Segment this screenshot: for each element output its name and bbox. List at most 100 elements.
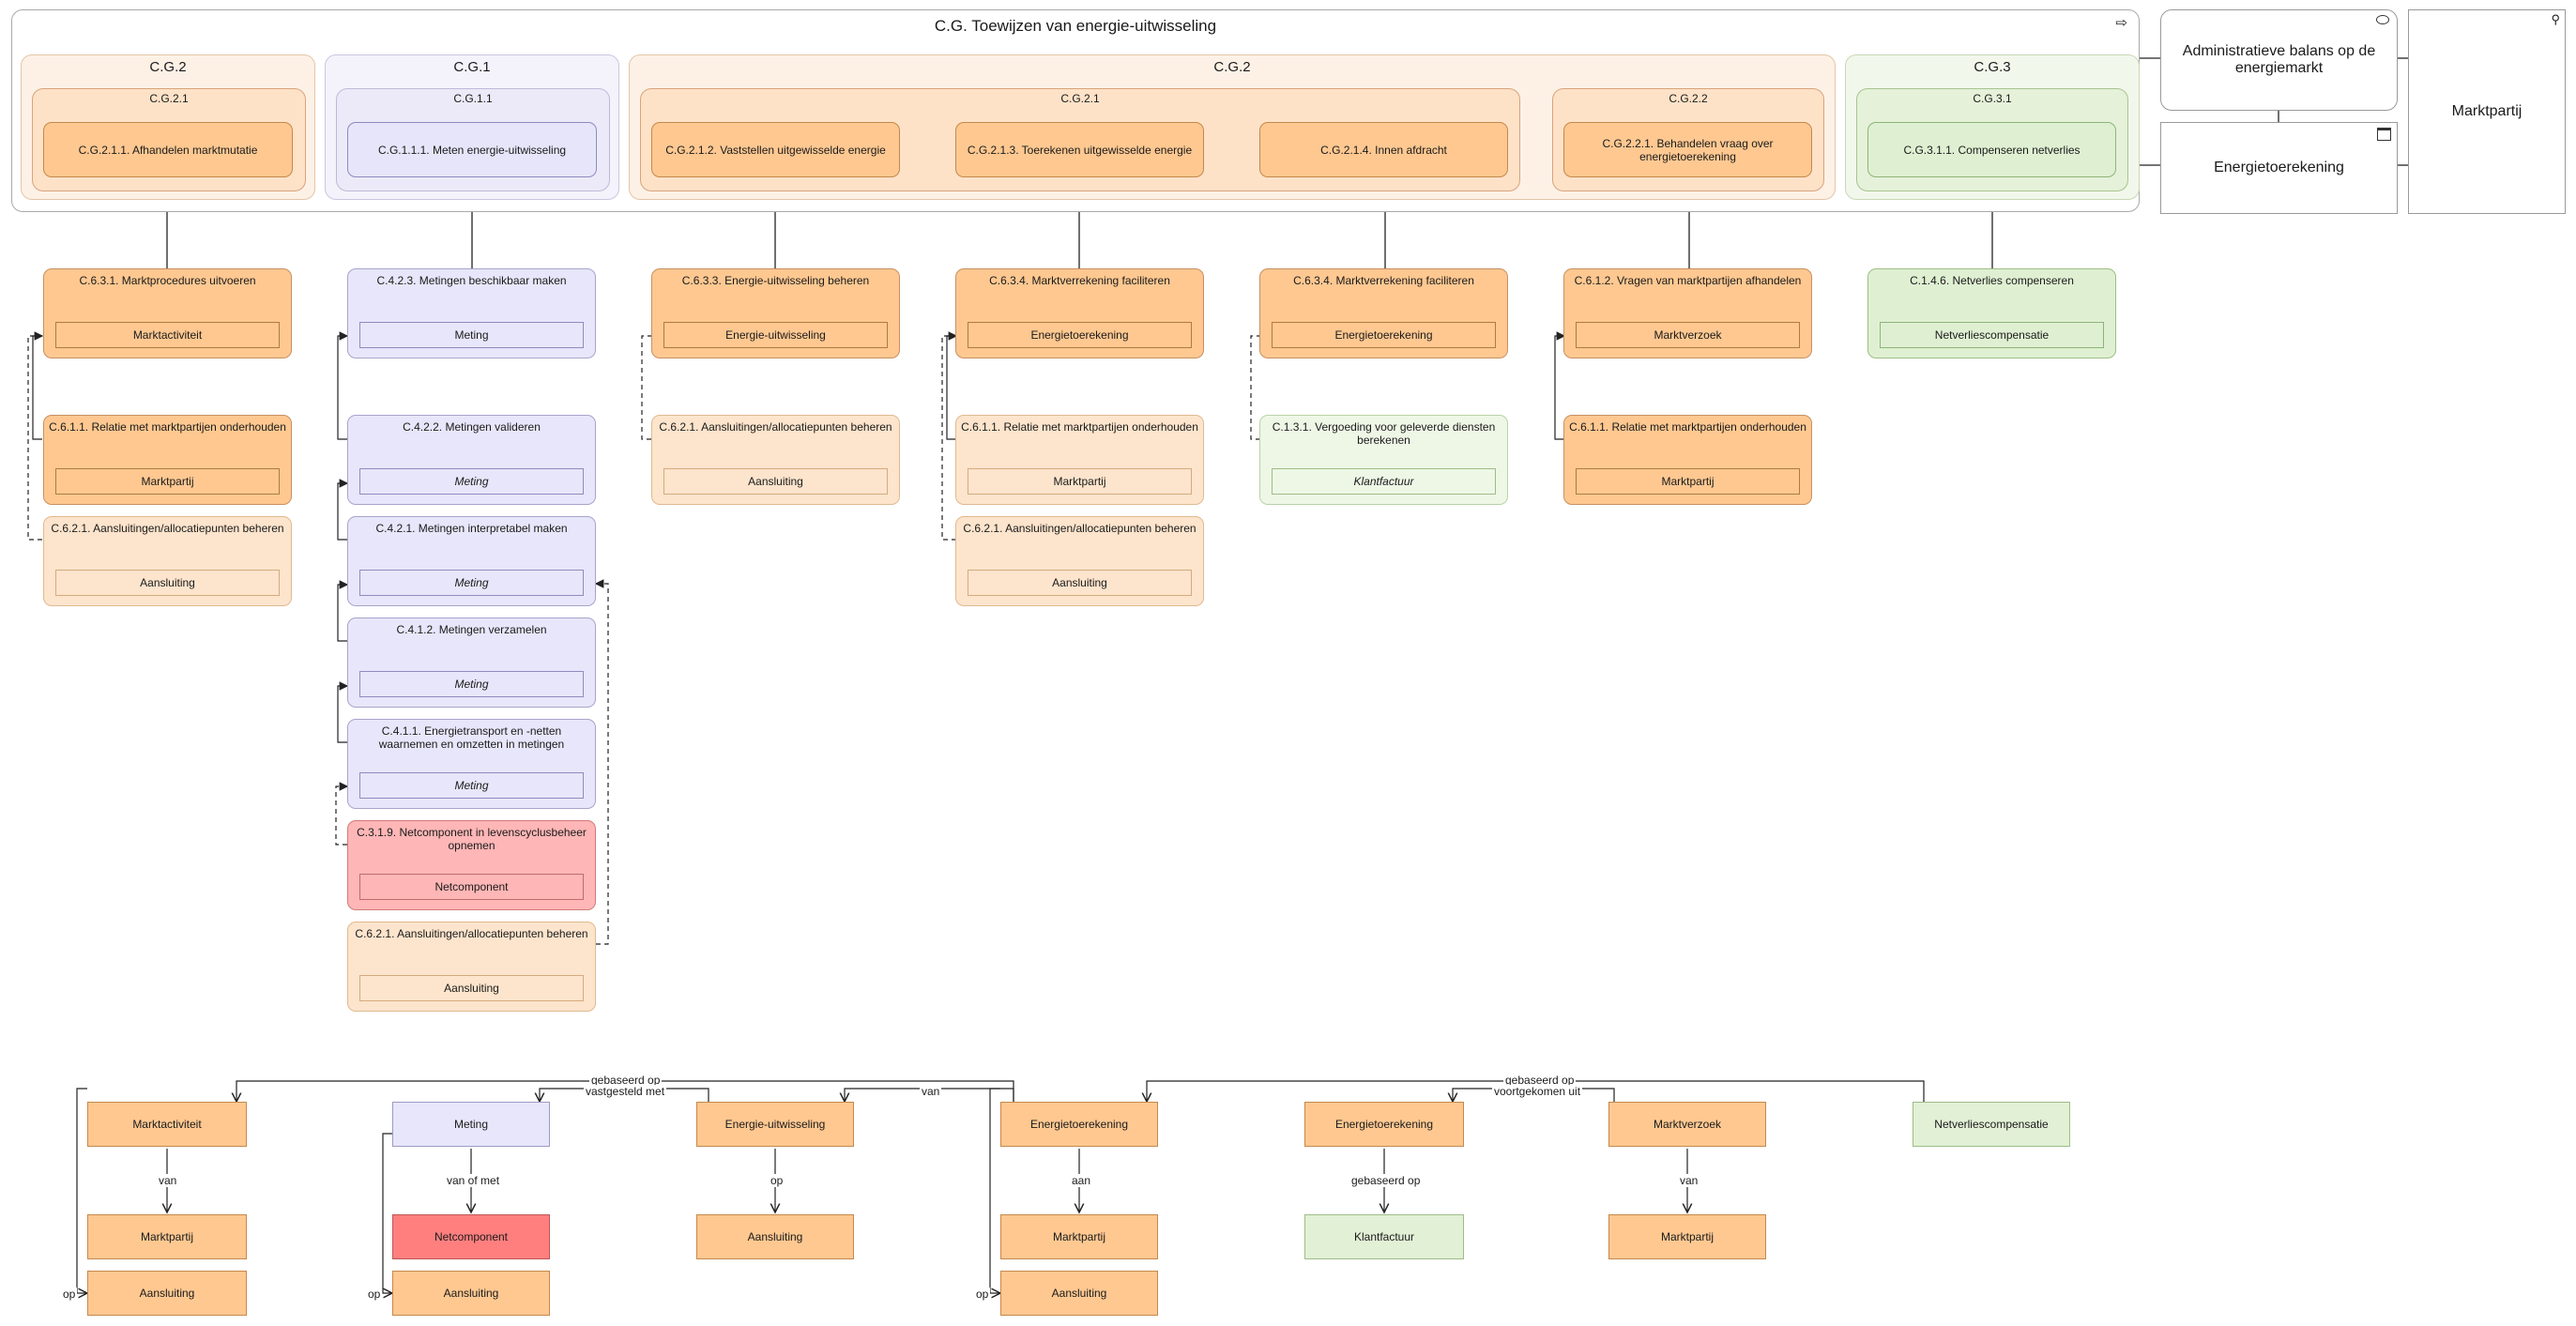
obj-aansluiting-4[interactable]: Aansluiting [1000,1271,1158,1316]
actor-icon: ⚲ [2551,12,2560,26]
rel-label-van-of-met: van of met [445,1174,502,1187]
card-object: Meting [359,468,584,495]
card-title: C.4.1.1. Energietransport en -netten waa… [378,724,565,751]
card-marktverrekening-faciliteren[interactable]: C.6.3.4. Marktverrekening faciliteren En… [955,268,1204,358]
process-compenseren-netverlies[interactable]: C.G.3.1.1. Compenseren netverlies [1867,122,2116,177]
card-title: C.6.3.4. Marktverrekening faciliteren [989,274,1170,287]
card-object: Energietoerekening [968,322,1192,348]
card-marktprocedures[interactable]: C.6.3.1. Marktprocedures uitvoeren Markt… [43,268,292,358]
obj-netcomponent[interactable]: Netcomponent [392,1214,550,1259]
card-object: Energie-uitwisseling [663,322,888,348]
rel-label-voortgekomen-uit: voortgekomen uit [1492,1085,1583,1098]
obj-klantfactuur[interactable]: Klantfactuur [1304,1214,1464,1259]
obj-meting[interactable]: Meting [392,1102,550,1147]
card-relatie-marktpartijen[interactable]: C.6.1.1. Relatie met marktpartijen onder… [43,415,292,505]
ellipse-icon [2376,15,2389,24]
card-aansluitingen-beheren-4[interactable]: C.6.2.1. Aansluitingen/allocatiepunten b… [955,516,1204,606]
card-title: C.6.2.1. Aansluitingen/allocatiepunten b… [659,420,892,434]
process-afhandelen-marktmutatie[interactable]: C.G.2.1.1. Afhandelen marktmutatie [43,122,293,177]
card-title: C.4.2.3. Metingen beschikbaar maken [376,274,567,287]
group-label: C.G.1.1 [453,92,493,105]
main-title: C.G. Toewijzen van energie-uitwisseling [934,17,1217,35]
card-object: Marktpartij [55,468,280,495]
card-vragen-marktpartijen[interactable]: C.6.1.2. Vragen van marktpartijen afhand… [1563,268,1812,358]
rel-label-vastgesteld-met: vastgesteld met [584,1085,667,1098]
rel-label-gebaseerd-op-2: gebaseerd op [589,1074,663,1087]
obj-aansluiting[interactable]: Aansluiting [696,1214,854,1259]
card-object: Aansluiting [968,570,1192,596]
obj-marktpartij-3[interactable]: Marktpartij [1608,1214,1766,1259]
card-title: C.6.2.1. Aansluitingen/allocatiepunten b… [963,522,1197,535]
rel-label-op-2: op [61,1288,78,1301]
card-aansluitingen-beheren[interactable]: C.6.2.1. Aansluitingen/allocatiepunten b… [43,516,292,606]
card-netverlies-compenseren[interactable]: C.1.4.6. Netverlies compenseren Netverli… [1867,268,2116,358]
card-title: C.4.1.2. Metingen verzamelen [396,623,547,636]
card-object: Marktverzoek [1576,322,1800,348]
card-title: C.1.3.1. Vergoeding voor geleverde diens… [1272,420,1496,447]
process-innen-afdracht[interactable]: C.G.2.1.4. Innen afdracht [1259,122,1508,177]
obj-marktpartij-2[interactable]: Marktpartij [1000,1214,1158,1259]
card-metingen-valideren[interactable]: C.4.2.2. Metingen valideren Meting [347,415,596,505]
card-metingen-beschikbaar[interactable]: C.4.2.3. Metingen beschikbaar maken Meti… [347,268,596,358]
card-netcomponent-levenscyclus[interactable]: C.3.1.9. Netcomponent in levenscyclusbeh… [347,820,596,910]
group-label: C.G.2 [1213,59,1251,75]
marktpartij-box[interactable]: Marktpartij ⚲ [2408,9,2566,214]
rel-label-op: op [769,1174,785,1187]
card-relatie-marktpartijen-2[interactable]: C.6.1.1. Relatie met marktpartijen onder… [955,415,1204,505]
card-title: C.6.2.1. Aansluitingen/allocatiepunten b… [355,927,588,940]
rel-label-op-3: op [366,1288,383,1301]
obj-aansluiting-2[interactable]: Aansluiting [87,1271,247,1316]
rel-label-aan: aan [1070,1174,1093,1187]
obj-energietoerekening-2[interactable]: Energietoerekening [1304,1102,1464,1147]
card-object: Meting [359,570,584,596]
obj-energietoerekening[interactable]: Energietoerekening [1000,1102,1158,1147]
group-label: C.G.3 [1974,59,2011,75]
process-behandelen-vraag[interactable]: C.G.2.2.1. Behandelen vraag over energie… [1563,122,1812,177]
obj-aansluiting-3[interactable]: Aansluiting [392,1271,550,1316]
card-aansluitingen-beheren-3[interactable]: C.6.2.1. Aansluitingen/allocatiepunten b… [651,415,900,505]
card-object: Aansluiting [55,570,280,596]
card-title: C.6.1.1. Relatie met marktpartijen onder… [1569,420,1806,434]
group-label: C.G.3.1 [1973,92,2012,105]
card-title: C.6.1.2. Vragen van marktpartijen afhand… [1574,274,1802,287]
obj-marktverzoek[interactable]: Marktverzoek [1608,1102,1766,1147]
card-vergoeding-diensten[interactable]: C.1.3.1. Vergoeding voor geleverde diens… [1259,415,1508,505]
card-aansluitingen-beheren-2[interactable]: C.6.2.1. Aansluitingen/allocatiepunten b… [347,922,596,1012]
marktpartij-label: Marktpartij [2451,103,2523,119]
card-object: Marktpartij [968,468,1192,495]
card-object: Energietoerekening [1272,322,1496,348]
card-object: Aansluiting [663,468,888,495]
card-object: Meting [359,322,584,348]
card-object: Meting [359,671,584,697]
card-object: Netcomponent [359,874,584,900]
card-title: C.4.2.1. Metingen interpretabel maken [375,522,568,535]
card-metingen-verzamelen[interactable]: C.4.1.2. Metingen verzamelen Meting [347,617,596,708]
energietoerekening-box[interactable]: Energietoerekening [2160,122,2398,214]
card-object: Aansluiting [359,975,584,1001]
card-relatie-marktpartijen-3[interactable]: C.6.1.1. Relatie met marktpartijen onder… [1563,415,1812,505]
obj-marktpartij[interactable]: Marktpartij [87,1214,247,1259]
card-title: C.3.1.9. Netcomponent in levenscyclusbeh… [357,826,587,852]
obj-marktactiviteit[interactable]: Marktactiviteit [87,1102,247,1147]
card-object: Marktpartij [1576,468,1800,495]
rel-label-gebaseerd-op: gebaseerd op [1349,1174,1423,1187]
card-energie-uitwisseling-beheren[interactable]: C.6.3.3. Energie-uitwisseling beheren En… [651,268,900,358]
rel-label-op-4: op [974,1288,991,1301]
card-metingen-interpretabel[interactable]: C.4.2.1. Metingen interpretabel maken Me… [347,516,596,606]
energietoerekening-label: Energietoerekening [2214,160,2344,175]
obj-netverliescompensatie[interactable]: Netverliescompensatie [1913,1102,2070,1147]
process-vaststellen-uitgewisselde-energie[interactable]: C.G.2.1.2. Vaststellen uitgewisselde ene… [651,122,900,177]
group-label: C.G.2.1 [1060,92,1100,105]
card-title: C.6.2.1. Aansluitingen/allocatiepunten b… [51,522,284,535]
card-energietransport-waarnemen[interactable]: C.4.1.1. Energietransport en -netten waa… [347,719,596,809]
group-label: C.G.2 [149,59,187,75]
rel-label-van: van [157,1174,179,1187]
group-label: C.G.2.2 [1669,92,1708,105]
obj-energie-uitwisseling[interactable]: Energie-uitwisseling [696,1102,854,1147]
process-meten-energie-uitwisseling[interactable]: C.G.1.1.1. Meten energie-uitwisseling [347,122,597,177]
rel-label-gebaseerd-op-3: gebaseerd op [1503,1074,1577,1087]
admin-balans-box[interactable]: Administratieve balans op de energiemark… [2160,9,2398,111]
card-marktverrekening-faciliteren-2[interactable]: C.6.3.4. Marktverrekening faciliteren En… [1259,268,1508,358]
process-toerekenen-uitgewisselde-energie[interactable]: C.G.2.1.3. Toerekenen uitgewisselde ener… [955,122,1204,177]
card-title: C.6.3.1. Marktprocedures uitvoeren [79,274,256,287]
